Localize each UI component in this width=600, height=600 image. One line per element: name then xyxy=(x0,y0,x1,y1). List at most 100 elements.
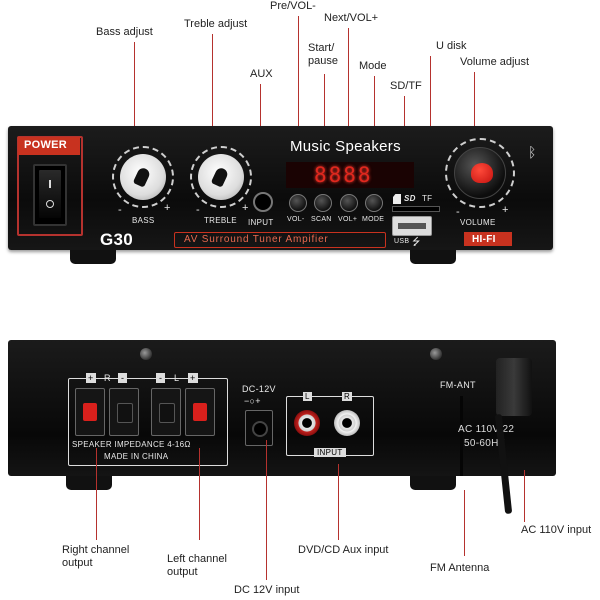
start-pause-label: Start/ pause xyxy=(308,42,338,67)
brand-title: Music Speakers xyxy=(290,138,401,155)
leader-line xyxy=(199,448,200,540)
bass-knob[interactable] xyxy=(120,154,166,200)
bass-plus: + xyxy=(164,202,171,214)
dvd-aux-label: DVD/CD Aux input xyxy=(298,544,389,556)
aux-jack[interactable] xyxy=(253,192,273,212)
fm-antenna-wire[interactable] xyxy=(460,396,463,476)
model-badge: G30 xyxy=(100,230,134,249)
back-left-foot xyxy=(66,476,112,490)
r-plus-mark: + xyxy=(86,373,96,383)
leader-line xyxy=(524,470,525,522)
treble-adjust-label: Treble adjust xyxy=(184,18,248,30)
vol-plus-caption: VOL+ xyxy=(338,216,358,223)
volume-adjust-label: Volume adjust xyxy=(460,56,530,68)
left-minus-terminal[interactable] xyxy=(151,388,181,436)
volume-knob[interactable] xyxy=(454,147,506,199)
vol-minus-button[interactable] xyxy=(289,194,307,212)
amplifier-front-panel: POWER - + BASS - + TREBLE INPUT Music Sp… xyxy=(8,126,553,250)
pre-vol-label: Pre/VOL- xyxy=(270,0,316,12)
screw xyxy=(430,348,442,360)
subtitle-text: AV Surround Tuner Ampifier xyxy=(184,234,329,245)
treble-minus: - xyxy=(196,204,200,216)
rca-input-caption: INPUT xyxy=(314,448,346,457)
bass-caption: BASS xyxy=(132,216,155,225)
terminal-clip xyxy=(193,403,207,421)
right-channel-label: Right channel output xyxy=(62,544,130,569)
right-minus-terminal[interactable] xyxy=(109,388,139,436)
treble-plus: + xyxy=(242,202,249,214)
ac-input-label: AC 110V input xyxy=(521,524,592,536)
mode-label: Mode xyxy=(359,60,387,72)
leader-line xyxy=(298,16,299,192)
sd-card-icon xyxy=(393,194,401,204)
r-minus-mark: - xyxy=(118,373,128,383)
fm-antenna-label: FM Antenna xyxy=(430,562,490,574)
back-right-foot xyxy=(410,476,456,490)
mode-caption: MODE xyxy=(362,216,385,223)
volume-dial-ticks xyxy=(445,138,515,208)
power-label: POWER xyxy=(24,139,68,151)
switch-mark-off xyxy=(46,200,54,208)
leader-line xyxy=(266,440,267,580)
leader-line xyxy=(348,28,349,192)
scan-button[interactable] xyxy=(314,194,332,212)
switch-mark-on xyxy=(49,180,51,188)
volume-knob-cap xyxy=(471,163,493,183)
front-right-foot xyxy=(410,250,456,264)
leader-line xyxy=(464,490,465,556)
ac-cable-strain xyxy=(496,358,532,416)
r-mark: R xyxy=(104,373,111,383)
aux-label: AUX xyxy=(250,68,273,80)
switch-rocker xyxy=(39,170,61,218)
rca-r-caption: R xyxy=(342,392,353,401)
dc-caption: DC-12V xyxy=(242,384,276,394)
volume-plus: + xyxy=(502,204,509,216)
fm-ant-caption: FM-ANT xyxy=(440,380,476,390)
hifi-badge: HI-FI xyxy=(472,234,496,245)
right-plus-terminal[interactable] xyxy=(75,388,105,436)
bluetooth-icon: ᛒ xyxy=(528,144,537,160)
treble-dial-ticks xyxy=(190,146,252,208)
leader-line xyxy=(96,448,97,540)
input-caption: INPUT xyxy=(248,218,274,227)
dc-input-label: DC 12V input xyxy=(234,584,300,596)
dc-polarity-icon: −○+ xyxy=(244,396,261,406)
rca-l-caption: L xyxy=(303,392,312,401)
usb-port[interactable] xyxy=(392,216,432,236)
impedance-text: SPEAKER IMPEDANCE 4-16Ω xyxy=(72,440,191,449)
vol-minus-caption: VOL- xyxy=(287,216,305,223)
amplifier-back-panel: + R - - L + SPEAKER IMPEDANCE 4-16Ω MADE… xyxy=(8,340,556,476)
sd-tf-slot[interactable] xyxy=(392,206,440,212)
bass-adjust-label: Bass adjust xyxy=(96,26,153,38)
speaker-terminal-block xyxy=(68,378,228,466)
volume-caption: VOLUME xyxy=(460,218,496,227)
subtitle-strip xyxy=(174,232,386,248)
leader-line xyxy=(474,72,475,142)
treble-knob-pointer xyxy=(210,166,230,188)
tf-caption: TF xyxy=(422,194,433,203)
display-digits: 8888 xyxy=(314,163,373,187)
leader-line xyxy=(338,464,339,540)
terminal-clip xyxy=(83,403,97,421)
power-switch[interactable] xyxy=(33,164,67,226)
made-in-text: MADE IN CHINA xyxy=(104,452,169,461)
mode-button[interactable] xyxy=(365,194,383,212)
treble-knob[interactable] xyxy=(198,154,244,200)
dc-jack[interactable] xyxy=(245,410,273,446)
leader-line xyxy=(212,34,213,162)
power-label-plate xyxy=(18,137,80,155)
l-minus-mark: - xyxy=(156,373,166,383)
left-plus-terminal[interactable] xyxy=(185,388,215,436)
ac-voltage-text: AC 110V-22 xyxy=(458,424,515,435)
usb-port-tongue xyxy=(398,223,426,229)
vol-plus-button[interactable] xyxy=(340,194,358,212)
bass-dial-ticks xyxy=(112,146,174,208)
sd-caption: SD xyxy=(404,194,416,203)
bass-knob-pointer xyxy=(132,166,152,188)
volume-minus: - xyxy=(456,206,460,218)
screw xyxy=(140,348,152,360)
rca-left-jack[interactable] xyxy=(294,410,320,436)
l-mark: L xyxy=(174,373,180,383)
rca-right-jack[interactable] xyxy=(334,410,360,436)
bass-minus: - xyxy=(118,204,122,216)
